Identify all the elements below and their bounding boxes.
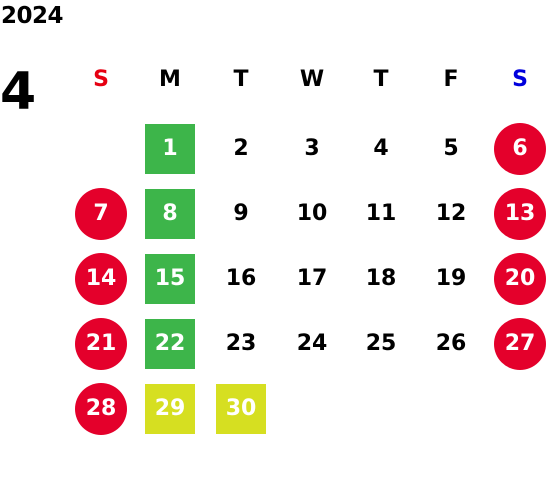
weekday-thursday: T	[373, 67, 389, 92]
year-label: 2024	[1, 3, 64, 29]
day-30[interactable]: 30	[216, 384, 266, 434]
weekday-saturday: S	[512, 67, 528, 92]
day-25[interactable]: 25	[365, 331, 397, 356]
day-7[interactable]: 7	[75, 188, 127, 240]
day-15[interactable]: 15	[145, 254, 195, 304]
month-number: 4	[0, 62, 37, 122]
day-29[interactable]: 29	[145, 384, 195, 434]
day-26[interactable]: 26	[435, 331, 467, 356]
weekday-friday: F	[443, 67, 459, 92]
day-20[interactable]: 20	[494, 253, 546, 305]
day-17[interactable]: 17	[296, 266, 328, 291]
day-14[interactable]: 14	[75, 253, 127, 305]
day-2[interactable]: 2	[233, 136, 249, 161]
day-18[interactable]: 18	[365, 266, 397, 291]
weekday-tuesday: T	[233, 67, 249, 92]
day-3[interactable]: 3	[304, 136, 320, 161]
day-23[interactable]: 23	[225, 331, 257, 356]
day-12[interactable]: 12	[435, 201, 467, 226]
day-27[interactable]: 27	[494, 318, 546, 370]
day-28[interactable]: 28	[75, 383, 127, 435]
day-5[interactable]: 5	[443, 136, 459, 161]
day-21[interactable]: 21	[75, 318, 127, 370]
day-13[interactable]: 13	[494, 188, 546, 240]
day-4[interactable]: 4	[373, 136, 389, 161]
day-24[interactable]: 24	[296, 331, 328, 356]
weekday-sunday: S	[93, 67, 109, 92]
day-22[interactable]: 22	[145, 319, 195, 369]
weekday-monday: M	[159, 67, 181, 92]
day-9[interactable]: 9	[233, 201, 249, 226]
day-6[interactable]: 6	[494, 123, 546, 175]
day-1[interactable]: 1	[145, 124, 195, 174]
day-8[interactable]: 8	[145, 189, 195, 239]
day-19[interactable]: 19	[435, 266, 467, 291]
day-10[interactable]: 10	[296, 201, 328, 226]
day-11[interactable]: 11	[365, 201, 397, 226]
weekday-wednesday: W	[299, 67, 325, 92]
day-16[interactable]: 16	[225, 266, 257, 291]
